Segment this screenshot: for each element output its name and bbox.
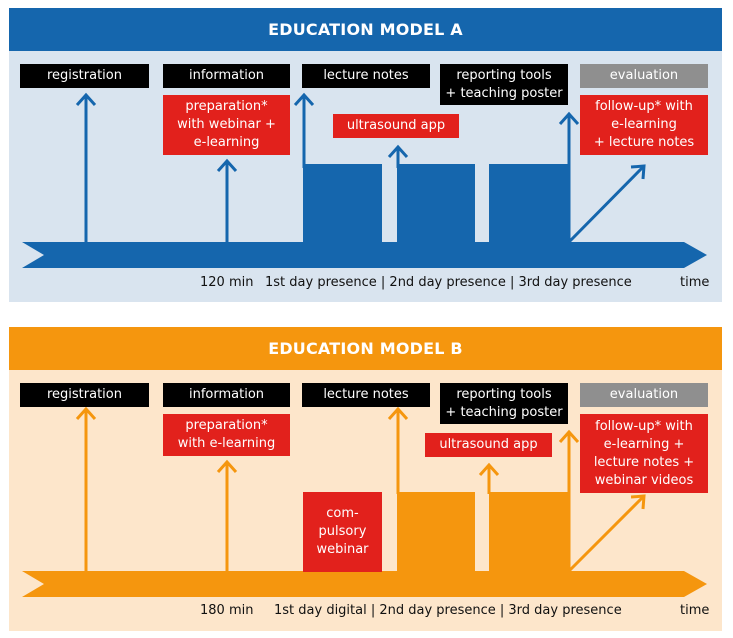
model-a-registration-label: registration: [20, 64, 149, 88]
model-b-information-label: information: [163, 383, 290, 407]
model-a-duration: 120 min: [200, 275, 254, 290]
model-a-day2-block: [397, 164, 475, 244]
model-b-arrows: [75, 406, 646, 573]
model-a-diagram: [22, 92, 707, 268]
model-b-registration-label: registration: [20, 383, 149, 407]
model-a-preparation-label: preparation* with webinar + e-learning: [163, 95, 290, 155]
model-a-timeline-arrow: [22, 242, 707, 268]
model-b-ultrasound-app-label: ultrasound app: [425, 433, 552, 457]
model-b-day2-block: [397, 492, 475, 573]
model-b-arrow-evaluation: [567, 495, 645, 573]
model-a-ultrasound-app-label: ultrasound app: [333, 114, 459, 138]
model-a-evaluation-label: evaluation: [580, 64, 708, 88]
model-a-follow-up-label: follow-up* with e-learning + lecture not…: [580, 95, 708, 155]
model-b-duration: 180 min: [200, 603, 254, 618]
model-a-reporting-tools-label: reporting tools + teaching poster: [440, 64, 568, 105]
model-a-day3-block: [489, 164, 568, 244]
model-b-preparation-label: preparation* with e-learning: [163, 414, 290, 456]
model-b-lecture-notes-label: lecture notes: [302, 383, 430, 407]
model-a-days: 1st day presence | 2nd day presence | 3r…: [265, 275, 632, 290]
model-a-information-label: information: [163, 64, 290, 88]
model-a-title: EDUCATION MODEL A: [9, 8, 722, 51]
model-b-day3-block: [489, 492, 568, 573]
model-b-timeline-arrow: [22, 571, 707, 597]
model-b-evaluation-label: evaluation: [580, 383, 708, 407]
model-a-arrow-evaluation: [567, 165, 645, 244]
model-b-time-axis-label: time: [680, 603, 710, 618]
model-b-compulsory-webinar-label: com- pulsory webinar: [303, 492, 382, 572]
model-a-arrows: [75, 92, 646, 244]
model-a-lecture-notes-label: lecture notes: [302, 64, 430, 88]
model-b-reporting-tools-label: reporting tools + teaching poster: [440, 383, 568, 424]
model-b-days: 1st day digital | 2nd day presence | 3rd…: [274, 603, 622, 618]
model-b-follow-up-label: follow-up* with e-learning + lecture not…: [580, 414, 708, 493]
model-b-panel: EDUCATION MODEL B registration informati…: [9, 327, 722, 631]
model-a-time-axis-label: time: [680, 275, 710, 290]
model-a-day1-block: [303, 164, 382, 244]
model-b-title: EDUCATION MODEL B: [9, 327, 722, 370]
model-a-panel: EDUCATION MODEL A registration informati…: [9, 8, 722, 302]
model-b-diagram: [22, 406, 707, 597]
